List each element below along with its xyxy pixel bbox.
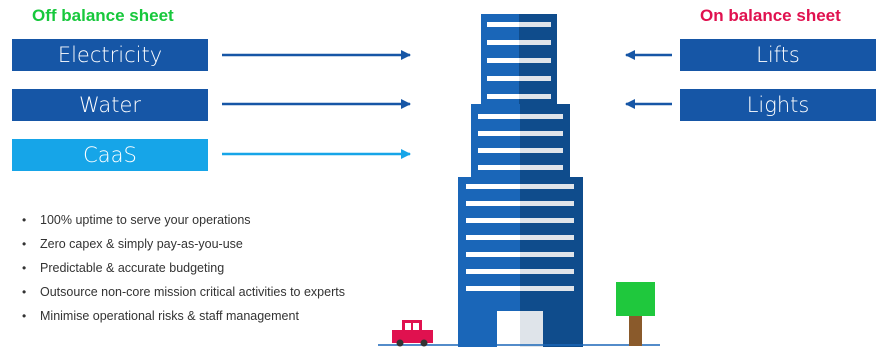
box-lifts: Lifts <box>680 39 876 71</box>
bullet-dot-icon: • <box>22 285 27 299</box>
box-electricity: Electricity <box>12 39 208 71</box>
off-balance-heading: Off balance sheet <box>32 6 174 25</box>
benefit-item: • Predictable & accurate budgeting <box>20 260 365 276</box>
water-label: Water <box>78 93 142 117</box>
benefit-text: 100% uptime to serve your operations <box>40 213 251 227</box>
on-balance-heading: On balance sheet <box>700 6 841 25</box>
benefit-item: • Zero capex & simply pay-as-you-use <box>20 236 365 252</box>
electricity-label: Electricity <box>57 43 163 67</box>
caas-label: CaaS <box>83 143 137 167</box>
lights-label: Lights <box>746 93 810 117</box>
benefit-item: • Minimise operational risks & staff mana… <box>20 308 365 324</box>
bullet-dot-icon: • <box>22 261 27 275</box>
box-caas: CaaS <box>12 139 208 171</box>
benefit-item: • 100% uptime to serve your operations <box>20 212 365 228</box>
lifts-label: Lifts <box>756 43 800 67</box>
box-lights: Lights <box>680 89 876 121</box>
bullet-dot-icon: • <box>22 237 27 251</box>
benefit-item: • Outsource non-core mission critical act… <box>20 284 365 300</box>
bullet-dot-icon: • <box>22 309 27 323</box>
benefit-text: Zero capex & simply pay-as-you-use <box>40 237 243 251</box>
building-icon <box>458 14 583 347</box>
benefit-text: Predictable & accurate budgeting <box>40 261 225 275</box>
bullet-dot-icon: • <box>22 213 27 227</box>
benefit-text: Outsource non-core mission critical acti… <box>40 285 345 299</box>
benefit-text: Minimise operational risks & staff manag… <box>40 309 299 323</box>
benefits-list: • 100% uptime to serve your operations • Z… <box>20 212 365 332</box>
car-icon <box>392 320 433 347</box>
tree-icon <box>616 282 655 346</box>
box-water: Water <box>12 89 208 121</box>
